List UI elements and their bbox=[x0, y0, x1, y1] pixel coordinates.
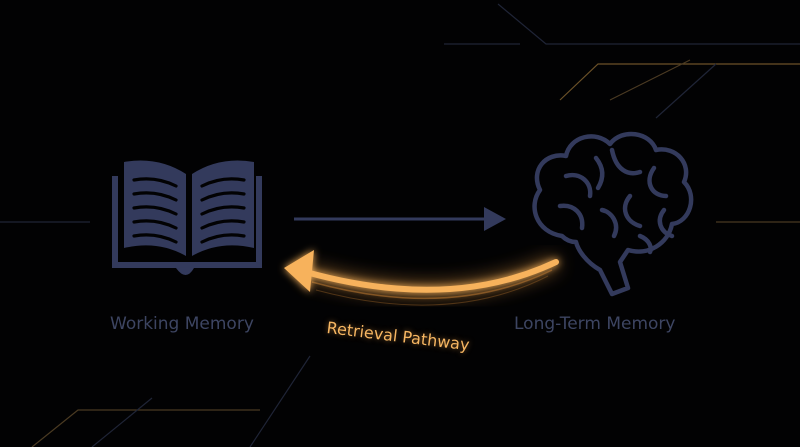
working-memory-label: Working Memory bbox=[110, 314, 254, 334]
long-term-memory-label: Long-Term Memory bbox=[514, 314, 676, 334]
forward-arrow bbox=[294, 207, 506, 231]
open-book-icon bbox=[112, 160, 262, 275]
brain-icon bbox=[532, 131, 694, 297]
circuit-traces bbox=[0, 3, 800, 447]
retrieval-arrow bbox=[284, 250, 559, 306]
